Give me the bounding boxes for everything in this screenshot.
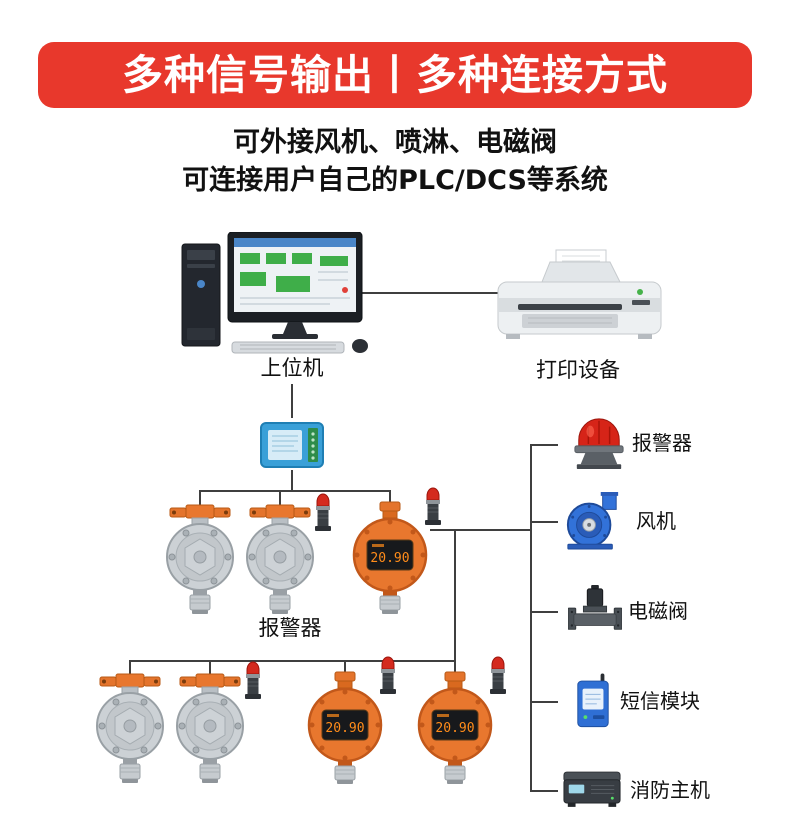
sms-module-icon [574,673,612,729]
intro-line-2: 可连接用户自己的PLC/DCS等系统 [182,165,608,196]
right-item-label-fan: 风机 [636,509,676,533]
connector-drop-d [129,660,131,674]
detector-group-label: 报警器 [258,616,322,640]
right-item-label-valve: 电磁阀 [628,599,688,623]
connector-branch-firehost [530,790,558,792]
host-computer-label: 上位机 [260,356,324,380]
connector-branch-valve [530,611,558,613]
connector-computer-module [291,384,293,418]
connector-drop-g [454,660,456,674]
connector-drop-c [389,490,391,506]
printer-image [492,248,667,348]
signal-module-image [258,418,326,472]
gas-detector-gray [90,672,170,784]
right-item-label-firehost: 消防主机 [630,778,710,802]
host-computer-image [180,232,375,354]
fire-host-icon [562,768,622,809]
gas-detector-display [350,500,430,615]
right-item-label-sms: 短信模块 [620,689,700,713]
fan-icon [562,492,624,550]
gas-detector-gray [160,503,240,615]
right-item-label-alarm: 报警器 [632,431,692,455]
connector-right-column [530,444,532,792]
gas-detector-gray [240,503,320,615]
connector-bottom-riser [454,529,456,662]
connector-drop-f [344,660,346,674]
connector-drop-a [199,490,201,506]
connector-drop-b [279,490,281,506]
gas-detector-gray [170,672,250,784]
solenoid-valve-icon [568,585,622,637]
connector-drop-e [209,660,211,674]
printer-label: 打印设备 [536,358,620,382]
connector-branch-sms [530,701,558,703]
intro-line-1: 可外接风机、喷淋、电磁阀 [233,127,557,158]
connector-computer-printer [362,292,498,294]
connector-right-link [430,529,532,531]
connector-bottom-row [129,660,456,662]
alarm-beacon-icon [572,415,626,471]
gas-detector-display [305,670,385,785]
connector-top-row [199,490,391,492]
intro-text: 可外接风机、喷淋、电磁阀 可连接用户自己的PLC/DCS等系统 [0,124,790,200]
connector-module-down [291,470,293,492]
banner-title: 多种信号输出丨多种连接方式 [38,42,752,108]
gas-detector-display [415,670,495,785]
connector-branch-fan [530,521,558,523]
connector-branch-alarm [530,444,558,446]
